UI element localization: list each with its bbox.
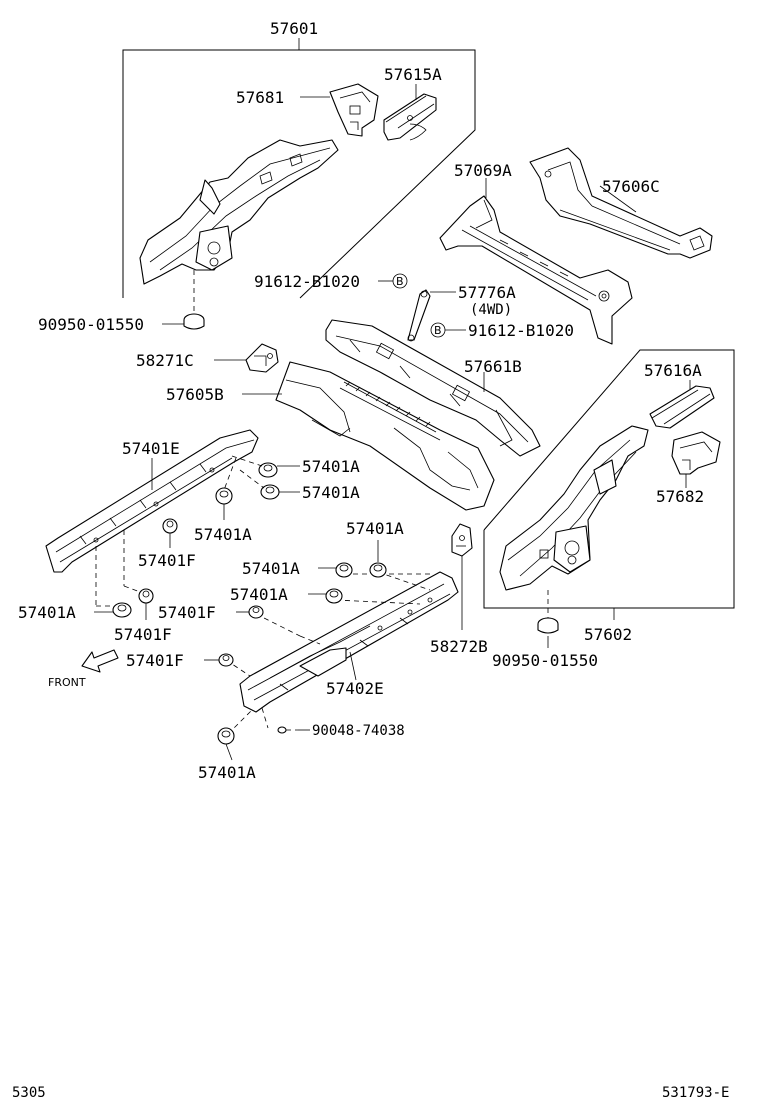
label-90950-01550-left[interactable]: 90950-01550 — [38, 315, 144, 334]
bushing-57401F-4[interactable] — [218, 653, 234, 667]
label-57615A[interactable]: 57615A — [384, 65, 442, 84]
part-57601-side-member[interactable] — [139, 139, 339, 285]
part-57069A-crossmember[interactable] — [439, 195, 633, 345]
frame-57602 — [483, 349, 735, 609]
part-57615A-channel[interactable] — [383, 93, 437, 141]
bushing-57401A-5[interactable] — [369, 562, 387, 578]
bolt-mark-bottom: B — [434, 324, 442, 337]
label-91612-B1020-bottom[interactable]: 91612-B1020 — [468, 321, 574, 340]
label-4wd: (4WD) — [470, 302, 512, 318]
part-57661B-panel[interactable] — [325, 319, 541, 457]
part-57401E-rail[interactable] — [45, 429, 259, 573]
label-58272B[interactable]: 58272B — [430, 637, 488, 656]
group-57602: 57602 57616A 57682 — [483, 349, 735, 644]
bushing-57401A-6[interactable] — [335, 562, 353, 578]
label-57776A[interactable]: 57776A — [458, 283, 516, 302]
figure-code: 531793-E — [662, 1085, 729, 1101]
label-90048-74038[interactable]: 90048-74038 — [312, 723, 405, 739]
part-57606C-member[interactable] — [529, 147, 713, 259]
part-57682-bracket[interactable] — [671, 431, 721, 475]
part-58271C-bracket[interactable] — [245, 343, 279, 373]
bushing-57401A-2[interactable] — [260, 484, 280, 500]
bushing-57401A-4[interactable] — [112, 602, 132, 618]
label-57601[interactable]: 57601 — [270, 19, 318, 38]
front-arrow-icon — [81, 649, 119, 673]
label-57401F-1[interactable]: 57401F — [138, 551, 196, 570]
front-label: FRONT — [48, 676, 86, 689]
label-57401A-2[interactable]: 57401A — [302, 483, 360, 502]
group-57601: 57601 57681 — [122, 19, 476, 299]
bushing-57401A-7[interactable] — [325, 588, 343, 604]
label-58271C[interactable]: 58271C — [136, 351, 194, 370]
label-57401A-5[interactable]: 57401A — [346, 519, 404, 538]
page-number: 5305 — [12, 1085, 46, 1101]
label-57401A-7[interactable]: 57401A — [230, 585, 288, 604]
label-57401A-4[interactable]: 57401A — [18, 603, 76, 622]
bushing-57401A-3[interactable] — [215, 487, 233, 505]
part-90048-74038-clip[interactable] — [277, 726, 287, 734]
label-57682[interactable]: 57682 — [656, 487, 704, 506]
part-57681-bracket[interactable] — [329, 83, 379, 137]
label-57402E[interactable]: 57402E — [326, 679, 384, 698]
label-57401F-2[interactable]: 57401F — [114, 625, 172, 644]
bushing-57401F-1[interactable] — [162, 518, 178, 534]
label-57602[interactable]: 57602 — [584, 625, 632, 644]
label-57616A[interactable]: 57616A — [644, 361, 702, 380]
label-57401A-6[interactable]: 57401A — [242, 559, 300, 578]
label-57401E[interactable]: 57401E — [122, 439, 180, 458]
label-90950-01550-right[interactable]: 90950-01550 — [492, 651, 598, 670]
part-58272B-bracket[interactable] — [451, 523, 473, 557]
part-57616A-channel[interactable] — [649, 385, 715, 429]
label-57069A[interactable]: 57069A — [454, 161, 512, 180]
label-57401F-3[interactable]: 57401F — [158, 603, 216, 622]
part-90950-01550-right-plug[interactable] — [537, 590, 559, 634]
label-57401A-1[interactable]: 57401A — [302, 457, 360, 476]
label-57661B[interactable]: 57661B — [464, 357, 522, 376]
label-57401F-4[interactable]: 57401F — [126, 651, 184, 670]
bushing-57401A-8[interactable] — [217, 727, 235, 745]
label-57401A-8[interactable]: 57401A — [198, 763, 256, 782]
label-57401A-3[interactable]: 57401A — [194, 525, 252, 544]
bushing-57401F-3[interactable] — [248, 605, 264, 619]
part-57605B-floor-panel[interactable] — [275, 361, 495, 511]
label-57606C[interactable]: 57606C — [602, 177, 660, 196]
part-90950-01550-left-plug[interactable] — [183, 270, 205, 330]
bolt-mark-top: B — [396, 275, 404, 288]
label-57605B[interactable]: 57605B — [166, 385, 224, 404]
frame-57601 — [122, 49, 476, 299]
part-57402E-rail[interactable] — [239, 571, 459, 713]
bushing-57401A-1[interactable] — [258, 462, 278, 478]
part-57776A-brace[interactable] — [407, 289, 431, 342]
label-57681[interactable]: 57681 — [236, 88, 284, 107]
label-91612-B1020-top[interactable]: 91612-B1020 — [254, 272, 360, 291]
part-57602-side-member[interactable] — [499, 425, 649, 591]
bushing-57401F-2[interactable] — [138, 588, 154, 604]
